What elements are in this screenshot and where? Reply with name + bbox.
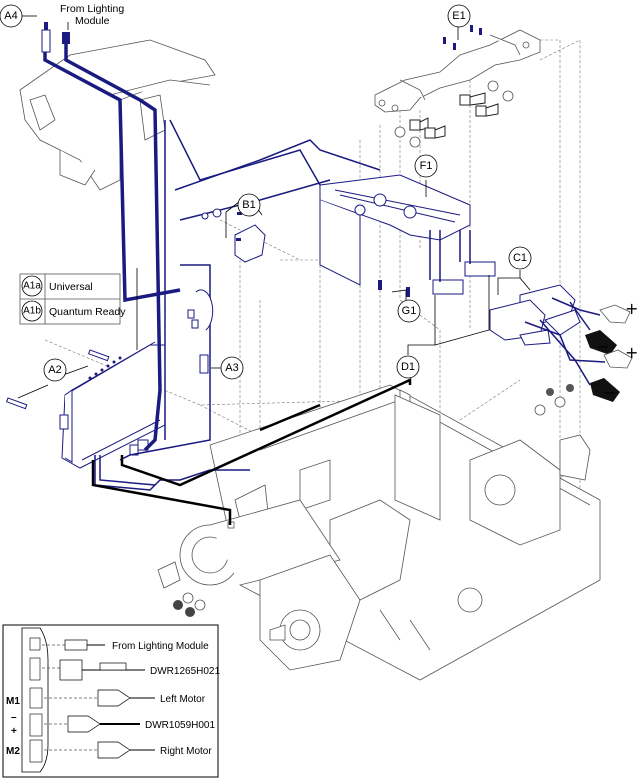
svg-text:G1: G1 <box>402 305 417 317</box>
minus-symbol: − <box>603 383 616 402</box>
from-lighting-label-line2: Module <box>75 15 110 27</box>
svg-text:A3: A3 <box>225 362 238 374</box>
inset-connection-label: DWR1265H021 <box>150 666 220 677</box>
bolt <box>424 125 446 139</box>
callout-e1: E1 <box>447 4 471 28</box>
port-label-m1: M1 <box>6 696 20 707</box>
callout-a4: A4 <box>0 4 23 28</box>
motor-gearbox <box>157 499 361 671</box>
inset-connection-label: Left Motor <box>160 694 206 705</box>
battery-bracket-f1 <box>319 174 496 295</box>
svg-text:Universal: Universal <box>49 281 93 293</box>
inset-connection-label: DWR1059H001 <box>145 720 215 731</box>
port-label-m2: M2 <box>6 746 20 757</box>
callout-c1: C1 <box>508 246 532 270</box>
svg-text:A2: A2 <box>48 364 61 376</box>
port-label-plus: + <box>11 726 17 737</box>
callout-a2: A2 <box>43 358 67 382</box>
svg-text:A4: A4 <box>4 10 17 22</box>
controller-module <box>59 341 166 469</box>
svg-text:A1b: A1b <box>23 306 41 317</box>
svg-text:C1: C1 <box>513 252 527 264</box>
svg-text:D1: D1 <box>401 361 415 373</box>
from-lighting-label-line1: From Lighting <box>60 3 124 15</box>
callout-g1: G1 <box>397 299 421 323</box>
minus-symbol: − <box>596 337 609 356</box>
svg-text:B1: B1 <box>242 199 255 211</box>
plus-symbol: + <box>625 299 638 318</box>
bolt <box>459 92 486 106</box>
inset-connection-label: Right Motor <box>160 746 212 757</box>
motor-cables <box>91 378 412 525</box>
variant-row: A1a Universal <box>21 275 93 297</box>
variant-row: A1b Quantum Ready <box>21 300 126 322</box>
svg-text:A1a: A1a <box>23 281 41 292</box>
plus-symbol: + <box>625 343 638 362</box>
svg-text:Quantum Ready: Quantum Ready <box>49 306 126 318</box>
callout-f1: F1 <box>414 154 438 178</box>
callout-a3: A3 <box>220 356 244 380</box>
connection-inset: M1 – + M2 From Lighting Module DWR1265H0… <box>2 624 220 778</box>
mounting-bracket <box>374 25 541 148</box>
wiring-harness <box>41 22 381 491</box>
variant-table: A1a Universal A1b Quantum Ready <box>19 273 126 325</box>
bolt <box>475 103 499 117</box>
svg-text:F1: F1 <box>420 160 433 172</box>
port-label-minus: – <box>11 712 17 723</box>
inset-connection-label: From Lighting Module <box>112 641 209 652</box>
callout-b1: B1 <box>237 193 261 217</box>
battery-connector-c1 <box>378 280 633 402</box>
svg-text:E1: E1 <box>452 10 465 22</box>
callout-d1: D1 <box>396 355 420 379</box>
rear-shroud <box>19 39 216 191</box>
